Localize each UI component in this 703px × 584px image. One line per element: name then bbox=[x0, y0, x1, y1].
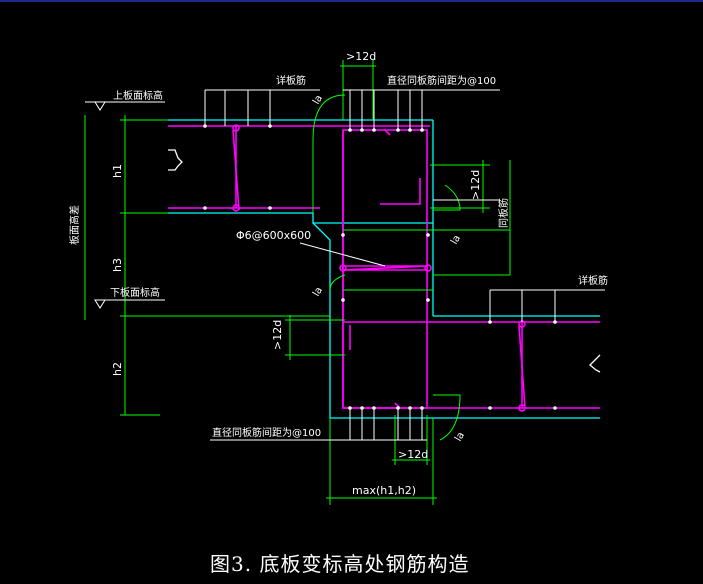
gt12d-right-label: >12d bbox=[469, 170, 482, 200]
h3-label: h3 bbox=[111, 258, 124, 272]
concrete-outline bbox=[168, 119, 601, 419]
dia-top-label: 直径同板筋间距为@100 bbox=[387, 74, 496, 87]
slab-height-diff-label: 板面高差 bbox=[68, 205, 81, 245]
max-dim-label: max(h1,h2) bbox=[352, 484, 416, 497]
same-slab-rebar-label: 同板筋 bbox=[497, 198, 510, 228]
la-right-label: la bbox=[449, 233, 463, 246]
labels: 上板面标高 下板面标高 板面高差 h1 h3 h2 详板筋 直径同板筋间距为@1… bbox=[68, 50, 608, 497]
lower-slab-elev-label: 下板面标高 bbox=[110, 286, 160, 299]
h2-label: h2 bbox=[111, 362, 124, 376]
la-mid-label: la bbox=[311, 285, 325, 298]
stirrup-label: Φ6@600x600 bbox=[236, 229, 311, 242]
per-slab-rebar-top-label: 详板筋 bbox=[276, 74, 306, 87]
la-bottom-label: la bbox=[453, 430, 467, 443]
leaders bbox=[85, 89, 605, 441]
figure-caption: 图3. 底板变标高处钢筋构造 bbox=[210, 552, 470, 576]
rebar-dots bbox=[203, 124, 557, 410]
gt12d-left-label: >12d bbox=[271, 320, 284, 350]
rebar-layout bbox=[168, 124, 600, 412]
gt12d-top-label: >12d bbox=[346, 50, 376, 63]
upper-slab-elev-label: 上板面标高 bbox=[113, 89, 163, 102]
gt12d-bottom-label: >12d bbox=[398, 448, 428, 461]
window-top-border bbox=[0, 0, 703, 2]
h1-label: h1 bbox=[111, 164, 124, 178]
dia-bottom-label: 直径同板筋间距为@100 bbox=[212, 426, 321, 439]
per-slab-rebar-right-label: 详板筋 bbox=[578, 274, 608, 287]
dimension-lines bbox=[84, 60, 511, 505]
